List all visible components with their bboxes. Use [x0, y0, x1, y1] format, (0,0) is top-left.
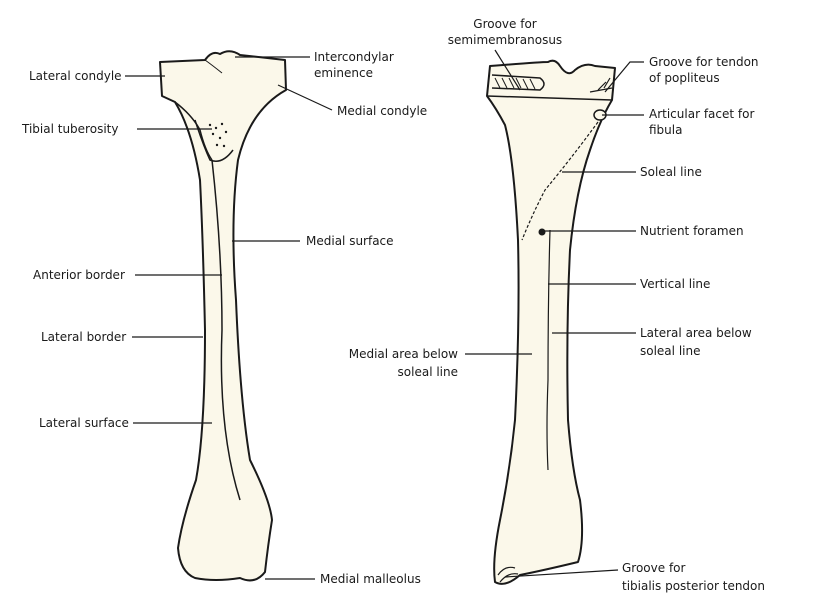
- label-soleal-line: Soleal line: [640, 165, 702, 179]
- label-vertical-line: Vertical line: [640, 277, 711, 291]
- anterior-border-line: [211, 159, 241, 501]
- label-articular-facet-1: Articular facet for: [649, 107, 755, 121]
- leader-lines: [125, 49, 644, 580]
- posterior-tibia-bone: [486, 59, 616, 585]
- label-lateral-area-2: soleal line: [640, 344, 701, 358]
- tuberosity-texture: [208, 122, 228, 148]
- label-articular-facet-2: fibula: [649, 123, 683, 137]
- label-groove-popliteus-2: of popliteus: [649, 71, 720, 85]
- label-intercondylar-eminence-2: eminence: [314, 66, 373, 80]
- label-lateral-area-1: Lateral area below: [640, 326, 752, 340]
- anterior-tibia-bone: [159, 50, 287, 582]
- label-nutrient-foramen: Nutrient foramen: [640, 224, 744, 238]
- label-medial-area-2: soleal line: [397, 365, 458, 379]
- label-lateral-condyle: Lateral condyle: [29, 69, 122, 83]
- label-groove-semimembranosus-2: semimembranosus: [447, 33, 563, 47]
- label-lateral-border: Lateral border: [41, 330, 127, 344]
- semimembranosus-groove: [491, 74, 545, 91]
- label-tibial-tuberosity: Tibial tuberosity: [22, 122, 119, 136]
- label-medial-area-1: Medial area below: [348, 347, 458, 361]
- soleal-line: [521, 121, 599, 241]
- label-groove-semimembranosus-1: Groove for: [473, 17, 537, 31]
- label-lateral-surface: Lateral surface: [39, 416, 129, 430]
- label-medial-condyle: Medial condyle: [337, 104, 428, 118]
- label-medial-malleolus: Medial malleolus: [320, 572, 421, 586]
- vertical-line: [546, 229, 551, 471]
- label-groove-tibialis-2: tibialis posterior tendon: [622, 579, 765, 593]
- label-anterior-border: Anterior border: [33, 268, 125, 282]
- label-intercondylar-eminence-1: Intercondylar: [314, 50, 394, 64]
- label-groove-popliteus-1: Groove for tendon: [649, 55, 759, 69]
- label-groove-tibialis-1: Groove for: [622, 561, 686, 575]
- label-medial-surface: Medial surface: [306, 234, 394, 248]
